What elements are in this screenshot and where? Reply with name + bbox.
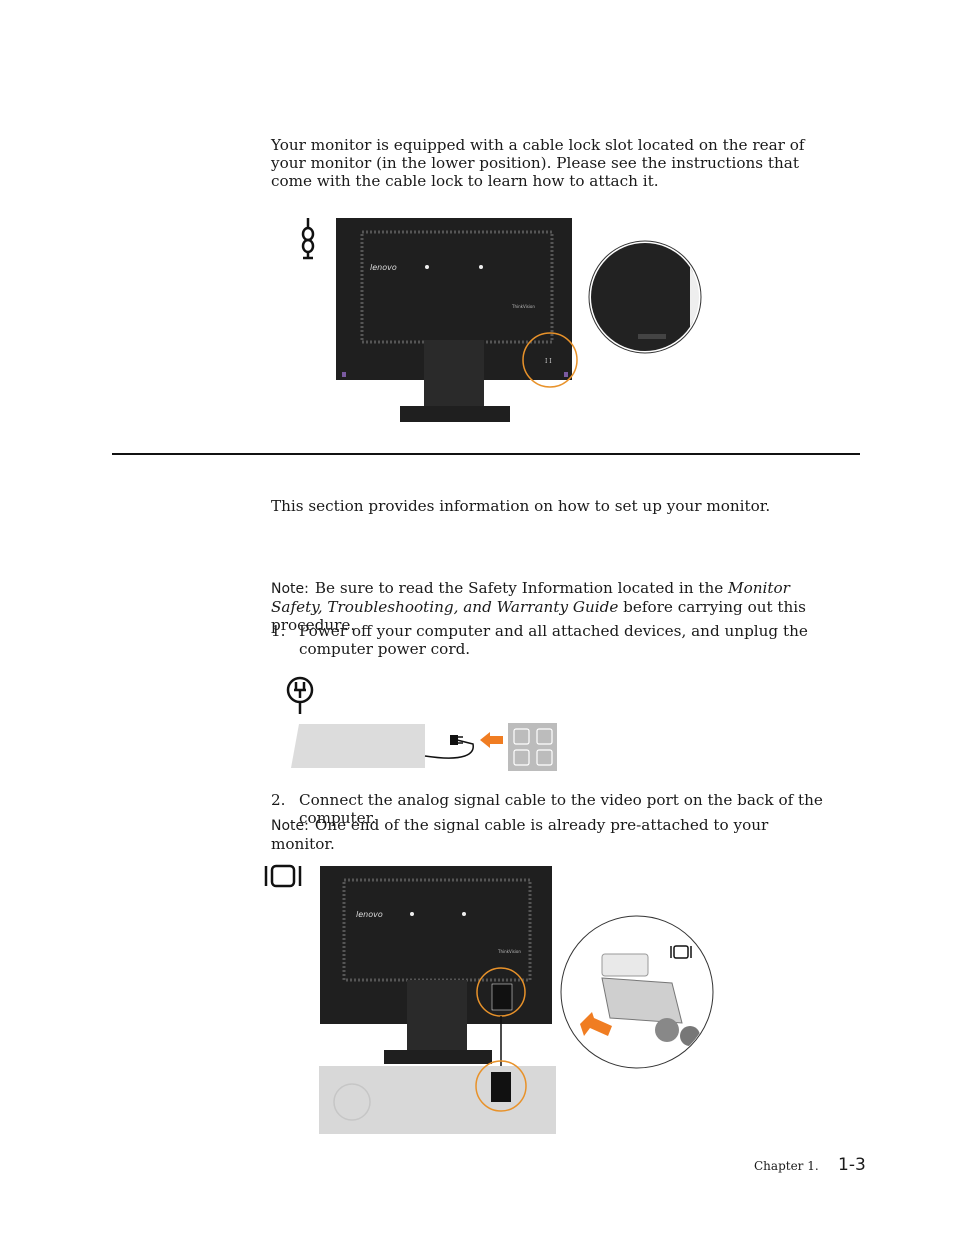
- cable-lock-paragraph: Your monitor is equipped with a cable lo…: [271, 136, 805, 190]
- lock-slot-highlight: [522, 332, 578, 388]
- arrow-icon: [480, 732, 503, 748]
- step-number: 1.: [271, 622, 286, 640]
- vga-port-icon: [264, 864, 302, 888]
- lock-slot-zoom: [588, 240, 702, 354]
- page-number: 1-3: [838, 1155, 866, 1175]
- note-label: Note:: [271, 818, 309, 834]
- svg-text:I I: I I: [545, 358, 552, 365]
- setup-intro: This section provides information on how…: [271, 497, 771, 515]
- lenovo-logo: lenovo: [370, 263, 397, 272]
- footer-chapter: Chapter 1.: [754, 1159, 819, 1173]
- cable-lock-icon: [301, 218, 315, 260]
- cable-note: Note:One end of the signal cable is alre…: [271, 816, 769, 853]
- section-divider: [112, 453, 860, 455]
- lenovo-logo: lenovo: [356, 910, 383, 919]
- power-plug-figure: [286, 676, 557, 771]
- thinkvision-label: ThinkVision: [497, 949, 521, 954]
- cable-lock-figure: lenovo ThinkVision I I: [301, 218, 702, 422]
- guide-title: Monitor Safety, Troubleshooting, and War…: [271, 579, 790, 616]
- note-label: Note:: [271, 581, 309, 597]
- power-cord: [424, 739, 474, 759]
- step-number: 2.: [271, 791, 286, 809]
- plug-head: [450, 735, 463, 745]
- computer-port-highlight: [475, 1060, 527, 1112]
- computer-body: [291, 724, 425, 768]
- computer-body: [319, 1066, 556, 1134]
- monitor-rear: lenovo ThinkVision I I: [336, 218, 572, 422]
- power-plug-icon: [286, 676, 314, 714]
- connector-zoom: [560, 915, 714, 1069]
- thinkvision-label: ThinkVision: [511, 304, 535, 309]
- step-text: Connect the analog signal cable to the v…: [299, 791, 823, 827]
- step-text: Power off your computer and all attached…: [299, 622, 808, 658]
- wall-outlet: [508, 723, 557, 771]
- vga-connector-monitor: [491, 983, 513, 1011]
- signal-cable-figure: lenovo ThinkVision: [264, 864, 714, 1134]
- safety-note: Note:Be sure to read the Safety Informat…: [271, 579, 806, 634]
- monitor-rear: lenovo ThinkVision: [320, 866, 552, 1064]
- vga-connector-computer: [491, 1072, 511, 1102]
- arrow-icon: [580, 1012, 612, 1036]
